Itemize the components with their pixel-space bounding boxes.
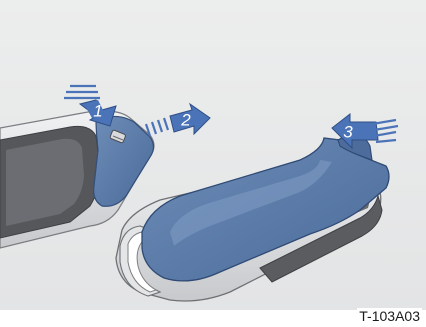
step-3-label: 3 [343,122,353,141]
bottom-strip [0,310,426,327]
step-3-arrow [331,112,399,150]
left-key-fob [0,110,155,249]
step-2-label: 2 [180,110,191,129]
figure-code: T-103A03 [357,308,422,324]
step-1-label: 1 [93,101,102,120]
step-1-arrow [64,84,117,127]
step-2-arrow [144,102,211,137]
right-key-fob [115,131,390,302]
